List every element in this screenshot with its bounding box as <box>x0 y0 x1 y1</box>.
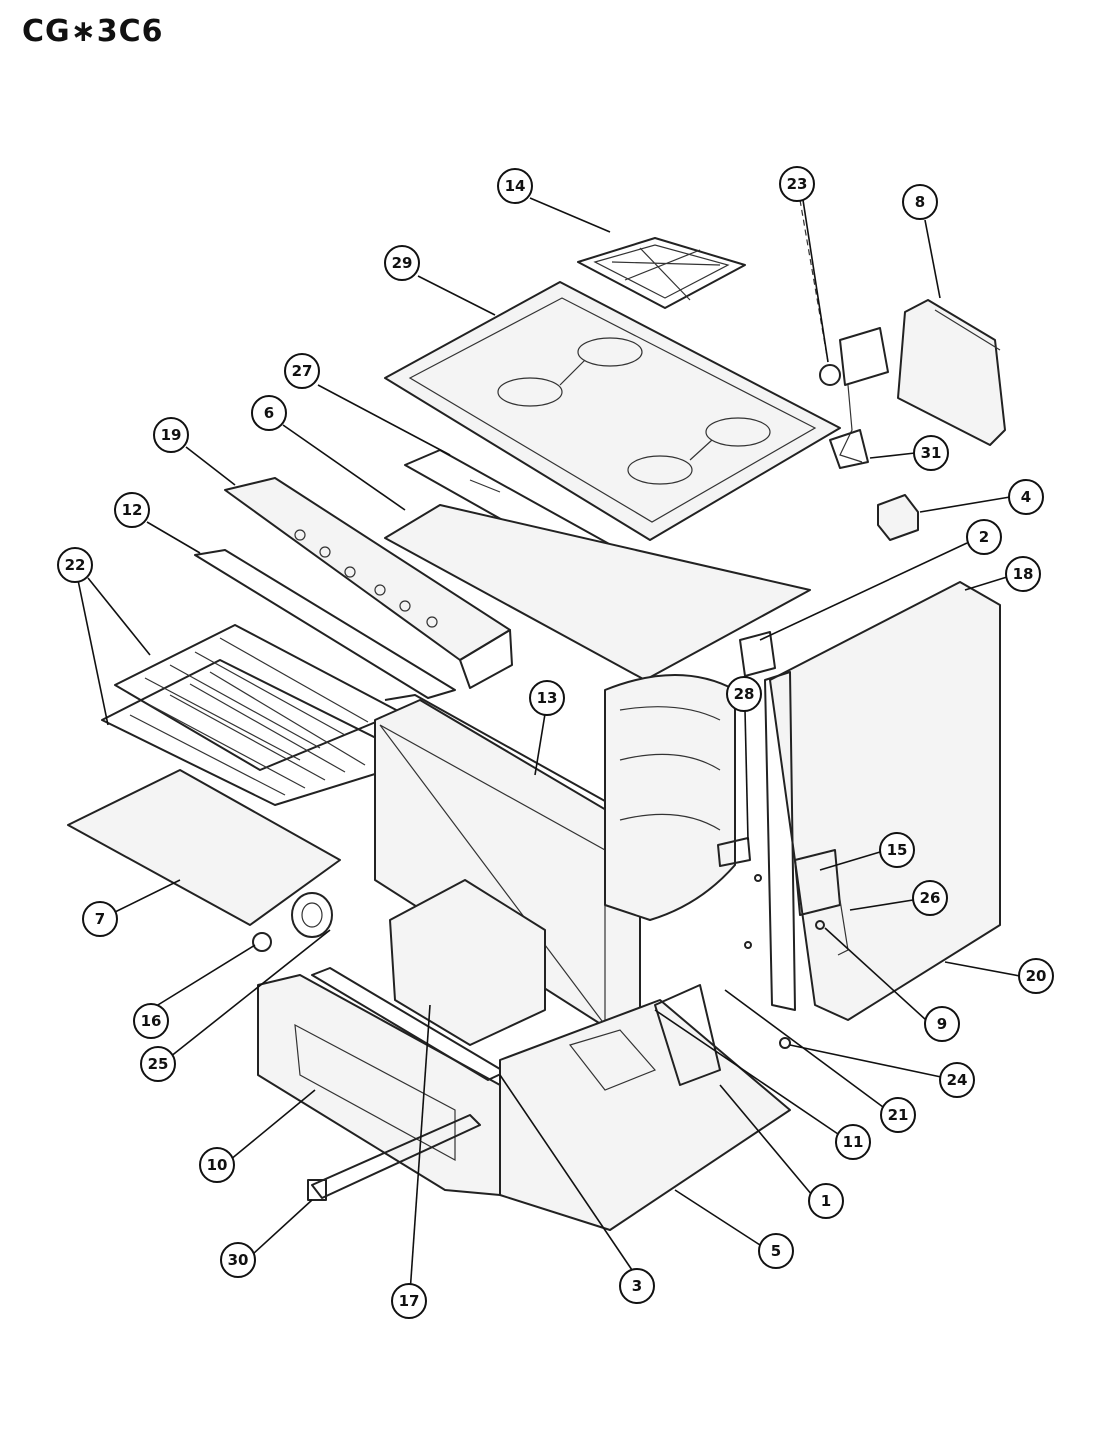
flue-panel <box>897 299 1006 446</box>
callout-label-11: 11 <box>843 1133 864 1151</box>
callout-10: 10 <box>199 1147 235 1183</box>
callout-28: 28 <box>726 676 762 712</box>
main-top <box>384 504 811 681</box>
callout-label-30: 30 <box>228 1251 249 1269</box>
screws <box>744 874 791 1049</box>
callout-label-2: 2 <box>979 528 989 546</box>
callout-19: 19 <box>153 417 189 453</box>
callout-30: 30 <box>220 1242 256 1278</box>
callout-20: 20 <box>1018 958 1054 994</box>
callout-label-19: 19 <box>161 426 182 444</box>
callout-label-20: 20 <box>1026 967 1047 985</box>
callout-6: 6 <box>251 395 287 431</box>
callout-11: 11 <box>835 1124 871 1160</box>
callout-label-18: 18 <box>1013 565 1034 583</box>
callout-9: 9 <box>924 1006 960 1042</box>
upper-bracket <box>739 631 776 677</box>
callout-label-29: 29 <box>392 254 413 272</box>
leader-lines <box>77 197 1021 1294</box>
broiler-pan <box>67 769 341 926</box>
callout-label-24: 24 <box>947 1071 968 1089</box>
burner-grate <box>577 237 746 309</box>
callout-26: 26 <box>912 880 948 916</box>
callout-29: 29 <box>384 245 420 281</box>
callout-label-3: 3 <box>632 1277 642 1295</box>
callout-27: 27 <box>284 353 320 389</box>
callout-31: 31 <box>913 435 949 471</box>
callout-15: 15 <box>879 832 915 868</box>
callout-3: 3 <box>619 1268 655 1304</box>
callout-22: 22 <box>57 547 93 583</box>
oven-racks <box>101 624 421 806</box>
callout-label-15: 15 <box>887 841 908 859</box>
base-panel <box>499 999 791 1231</box>
callout-12: 12 <box>114 492 150 528</box>
callout-2: 2 <box>966 519 1002 555</box>
callout-1: 1 <box>808 1183 844 1219</box>
callout-label-8: 8 <box>915 193 925 211</box>
callout-21: 21 <box>880 1097 916 1133</box>
oven-burner-parts <box>252 892 333 952</box>
callout-16: 16 <box>133 1003 169 1039</box>
slide-rail <box>307 1114 481 1201</box>
callout-label-16: 16 <box>141 1012 162 1030</box>
callout-label-17: 17 <box>399 1292 420 1310</box>
callout-label-5: 5 <box>771 1242 781 1260</box>
callout-label-1: 1 <box>821 1192 831 1210</box>
insulation <box>604 674 736 921</box>
callout-label-27: 27 <box>292 362 313 380</box>
cooktop <box>384 281 841 541</box>
oven-bottom <box>389 879 546 1046</box>
callout-label-22: 22 <box>65 556 86 574</box>
diagram-title: CG∗3C6 <box>22 14 164 49</box>
callout-23: 23 <box>779 166 815 202</box>
burner-valve <box>799 199 889 463</box>
side-panel <box>764 581 1001 1021</box>
callout-8: 8 <box>902 184 938 220</box>
callout-label-21: 21 <box>888 1106 909 1124</box>
callout-4: 4 <box>1008 479 1044 515</box>
callout-label-12: 12 <box>122 501 143 519</box>
callout-14: 14 <box>497 168 533 204</box>
callout-label-25: 25 <box>148 1055 169 1073</box>
callout-label-4: 4 <box>1021 488 1031 506</box>
front-rail <box>194 549 456 699</box>
control-panel <box>224 477 513 689</box>
callout-13: 13 <box>529 680 565 716</box>
callout-label-13: 13 <box>537 689 558 707</box>
callout-label-9: 9 <box>937 1015 947 1033</box>
connector <box>829 429 869 469</box>
callout-17: 17 <box>391 1283 427 1319</box>
callout-5: 5 <box>758 1233 794 1269</box>
callout-label-31: 31 <box>921 444 942 462</box>
callout-label-28: 28 <box>734 685 755 703</box>
callout-7: 7 <box>82 901 118 937</box>
callout-label-14: 14 <box>505 177 526 195</box>
callout-label-6: 6 <box>264 404 274 422</box>
switch-block <box>877 494 919 541</box>
mounting-bracket <box>568 984 721 1091</box>
callout-25: 25 <box>140 1046 176 1082</box>
callout-24: 24 <box>939 1062 975 1098</box>
callout-label-26: 26 <box>920 889 941 907</box>
callout-label-10: 10 <box>207 1156 228 1174</box>
callout-label-7: 7 <box>95 910 105 928</box>
latch <box>717 837 751 867</box>
callout-18: 18 <box>1005 556 1041 592</box>
callout-label-23: 23 <box>787 175 808 193</box>
